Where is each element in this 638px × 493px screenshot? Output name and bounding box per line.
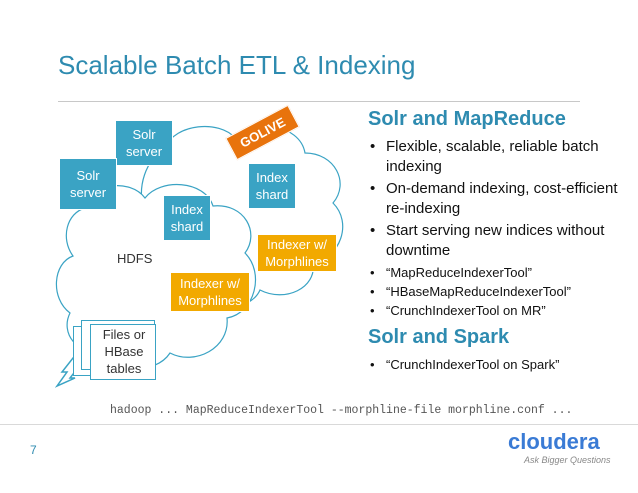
solr-server-front-label: Solr server: [69, 168, 107, 200]
indexer-left-label: Indexer w/ Morphlines: [178, 276, 242, 308]
page-number: 7: [30, 443, 37, 457]
slide-title: Scalable Batch ETL & Indexing: [58, 50, 416, 80]
index-shard-right-label: Index shard: [255, 170, 289, 202]
solr-server-back-label: Solr server: [125, 127, 163, 159]
tool-item: “HBaseMapReduceIndexerTool”: [368, 282, 630, 301]
bullet-item: Flexible, scalable, reliable batch index…: [368, 137, 630, 177]
hdfs-label: HDFS: [117, 251, 153, 266]
architecture-diagram: GOLIVE Solr server Solr server Index sha…: [55, 104, 355, 390]
bullet-item: Start serving new indices without downti…: [368, 221, 630, 261]
index-shard-right: Index shard: [248, 163, 296, 209]
indexer-right-label: Indexer w/ Morphlines: [265, 237, 329, 269]
bullet-item: On-demand indexing, cost-efficient re-in…: [368, 179, 630, 219]
spark-bullets: “CrunchIndexerTool on Spark”: [368, 355, 630, 374]
footer-divider: [0, 424, 638, 425]
file-card-front: [90, 324, 156, 380]
files-label: Files or HBase tables: [102, 327, 146, 376]
tool-item: “CrunchIndexerTool on MR”: [368, 301, 630, 320]
solr-server-back: Solr server: [115, 120, 173, 166]
section-heading-spark: Solr and Spark: [368, 326, 510, 348]
section-heading-mapreduce: Solr and MapReduce: [368, 108, 566, 130]
title-divider: [58, 101, 580, 102]
tool-item: “MapReduceIndexerTool”: [368, 263, 630, 282]
bullet-panel: Solr and MapReduce Flexible, scalable, r…: [368, 108, 630, 374]
indexer-morphlines-right: Indexer w/ Morphlines: [257, 234, 337, 272]
logo-wordmark: cloudera: [508, 429, 600, 454]
index-shard-left-label: Index shard: [170, 202, 204, 234]
solr-server-front: Solr server: [59, 158, 117, 210]
mapreduce-bullets: Flexible, scalable, reliable batch index…: [368, 137, 630, 320]
indexer-morphlines-left: Indexer w/ Morphlines: [170, 272, 250, 312]
logo-tagline: Ask Bigger Questions: [524, 455, 611, 465]
command-line: hadoop ... MapReduceIndexerTool --morphl…: [110, 404, 573, 417]
tool-item: “CrunchIndexerTool on Spark”: [368, 355, 630, 374]
cloudera-logo: cloudera Ask Bigger Questions: [508, 429, 611, 465]
index-shard-left: Index shard: [163, 195, 211, 241]
